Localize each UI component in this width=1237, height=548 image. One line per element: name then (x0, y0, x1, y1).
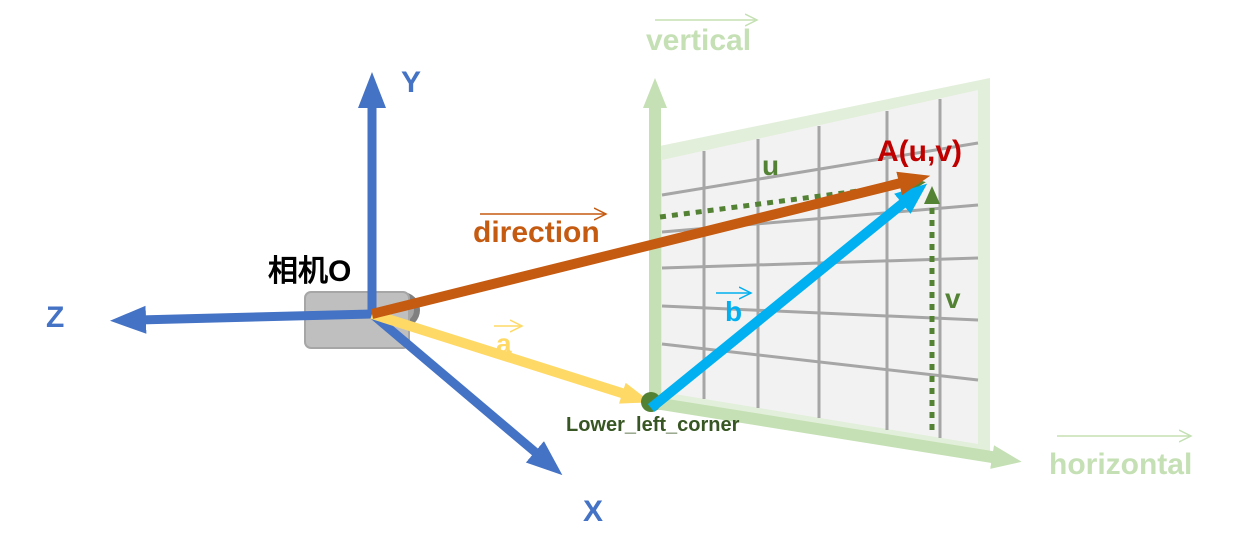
b-label: b (725, 296, 742, 327)
y-axis-label: Y (401, 66, 421, 99)
vector-a-arrow (370, 309, 651, 404)
direction-label: direction (473, 216, 600, 249)
a-label: a (496, 328, 512, 359)
point-a-label: A(u,v) (877, 135, 962, 168)
vector-b-arrow (647, 183, 928, 412)
x-axis-label: X (583, 495, 603, 528)
direction-arrow (370, 171, 931, 319)
u-label: u (762, 150, 779, 181)
vertical-label: vertical (646, 24, 751, 57)
horizontal-label: horizontal (1049, 448, 1192, 481)
z-axis-label: Z (46, 301, 64, 334)
lower-left-corner-label: Lower_left_corner (566, 414, 740, 436)
horizontal-arrow (654, 397, 1022, 469)
v-label: v (945, 283, 961, 314)
z-axis-arrow (110, 305, 373, 334)
camera-label: 相机O (268, 255, 351, 288)
x-axis-arrow (369, 310, 563, 476)
